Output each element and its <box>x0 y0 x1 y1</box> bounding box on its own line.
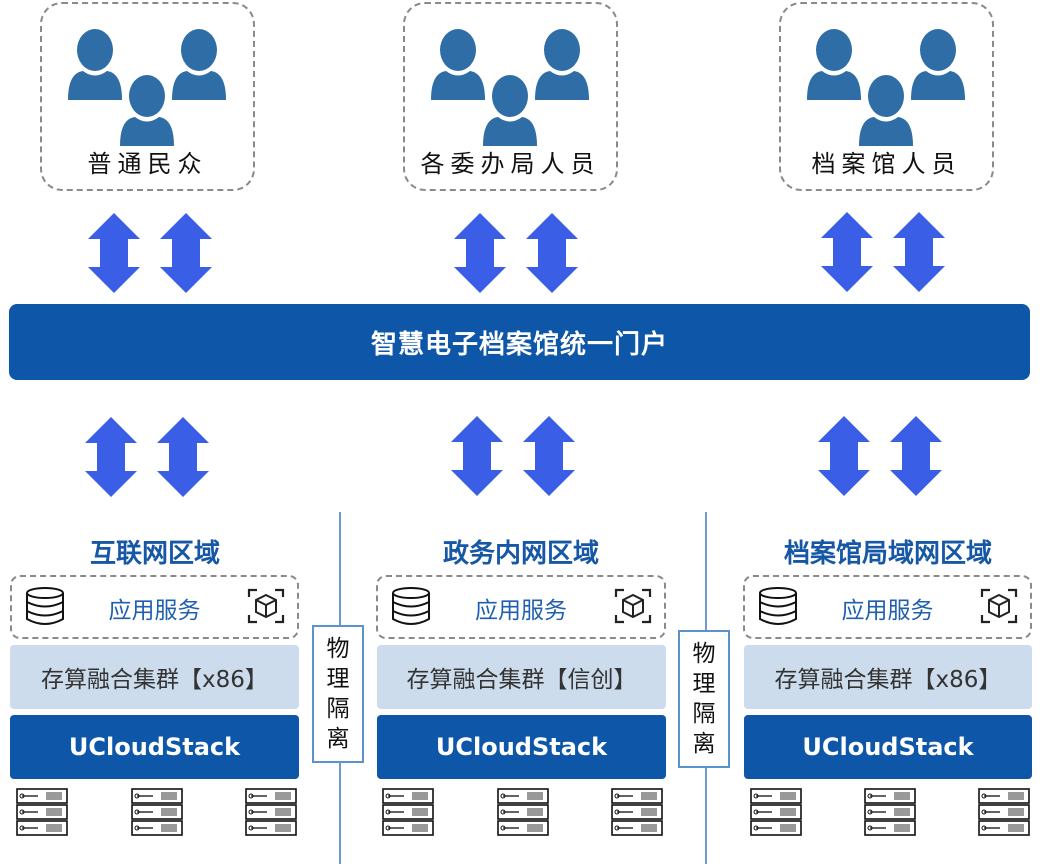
bidirectional-arrow-icon <box>523 416 575 496</box>
zone-title: 档案馆局域网区域 <box>783 539 992 569</box>
server-rack-icon <box>611 788 663 836</box>
bidirectional-arrow-icon <box>893 212 945 292</box>
portal-title: 智慧电子档案馆统一门户 <box>370 329 668 360</box>
server-rack-icon <box>382 788 434 836</box>
bidirectional-arrow-icon <box>157 417 209 497</box>
app-service-label: 应用服务 <box>841 598 934 624</box>
bidirectional-arrow-icon <box>890 416 942 496</box>
bidirectional-arrow-icon <box>818 416 870 496</box>
server-rack-icon <box>497 788 549 836</box>
isolation-char: 隔 <box>692 701 716 727</box>
bidirectional-arrow-icon <box>821 212 873 292</box>
app-service-box: 应用服务 <box>743 575 1032 639</box>
app-service-label: 应用服务 <box>108 598 201 624</box>
server-rack-icon <box>864 788 916 836</box>
server-rack-icon <box>750 788 802 836</box>
isolation-char: 物 <box>326 636 350 662</box>
people-group-icon <box>430 29 589 146</box>
compute-storage-cluster: 存算融合集群【x86】 <box>10 645 299 709</box>
app-service-box: 应用服务 <box>10 575 299 639</box>
bidirectional-arrow-icon <box>160 213 212 293</box>
container-cube-icon <box>247 588 285 624</box>
server-rack-icon <box>978 788 1030 836</box>
bidirectional-arrow-icon <box>85 417 137 497</box>
isolation-char: 理 <box>326 666 350 692</box>
bidirectional-arrow-icon <box>451 416 503 496</box>
group-label: 普通民众 <box>87 150 208 178</box>
container-cube-icon <box>614 588 652 624</box>
user-group-archive-staff: 档案馆人员 <box>779 2 994 191</box>
isolation-char: 离 <box>326 726 350 752</box>
zone-title: 互联网区域 <box>89 539 220 569</box>
ucloudstack-platform: UCloudStack <box>10 715 299 779</box>
unified-portal-bar: 智慧电子档案馆统一门户 <box>9 304 1030 380</box>
isolation-char: 离 <box>692 731 716 757</box>
physical-isolation-label: 物 理 隔 离 <box>312 625 364 763</box>
container-cube-icon <box>980 588 1018 624</box>
server-rack-icon <box>245 788 297 836</box>
ucloudstack-platform: UCloudStack <box>377 715 666 779</box>
group-label: 档案馆人员 <box>811 150 962 178</box>
bidirectional-arrow-icon <box>88 213 140 293</box>
isolation-char: 理 <box>692 671 716 697</box>
compute-storage-cluster: 存算融合集群【信创】 <box>377 645 666 709</box>
people-group-icon <box>806 29 965 146</box>
server-rack-icon <box>16 788 68 836</box>
bidirectional-arrow-icon <box>526 213 578 293</box>
app-service-box: 应用服务 <box>376 575 666 639</box>
people-group-icon <box>67 29 226 146</box>
physical-isolation-label: 物 理 隔 离 <box>678 630 730 768</box>
user-group-public: 普通民众 <box>40 2 255 191</box>
compute-storage-cluster: 存算融合集群【x86】 <box>744 645 1032 709</box>
ucloudstack-platform: UCloudStack <box>744 715 1032 779</box>
isolation-char: 隔 <box>326 696 350 722</box>
server-rack-icon <box>131 788 183 836</box>
zone-title: 政务内网区域 <box>442 539 599 569</box>
isolation-char: 物 <box>692 641 716 667</box>
user-group-agency-staff: 各委办局人员 <box>403 2 618 191</box>
group-label: 各委办局人员 <box>420 150 601 178</box>
bidirectional-arrow-icon <box>454 213 506 293</box>
app-service-label: 应用服务 <box>475 598 567 624</box>
